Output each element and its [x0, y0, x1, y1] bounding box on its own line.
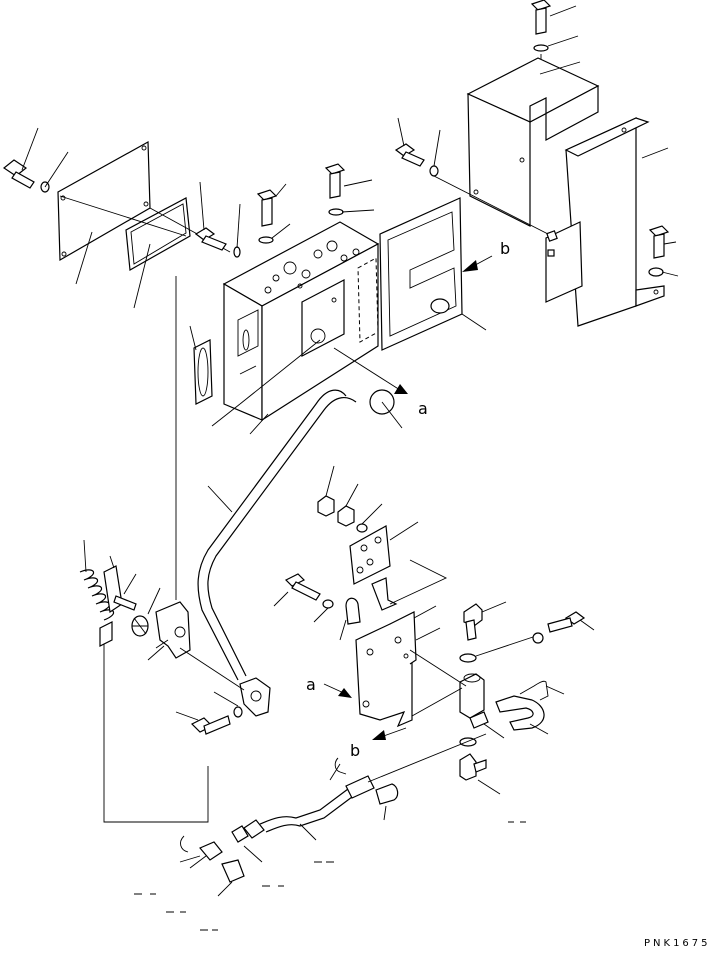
- pipe-assembly: a: [197, 347, 428, 681]
- solenoid-valve: [409, 601, 537, 795]
- nuts-washer: [317, 465, 383, 533]
- valve-block: [189, 197, 487, 435]
- block-bolts: [194, 163, 375, 258]
- ref-a-bottom-label: a: [306, 675, 316, 694]
- ref-a-bottom: a: [306, 675, 352, 698]
- ref-b-bottom-label: b: [350, 741, 360, 760]
- lever-linkage: [79, 539, 271, 735]
- control-rod: [179, 733, 487, 897]
- drawing-code: PNK1675: [644, 938, 711, 949]
- elbow-fitting: [495, 680, 565, 735]
- upper-mount-plate: [349, 521, 448, 611]
- gasket: [125, 197, 191, 271]
- side-bolt: [532, 611, 595, 644]
- bolt-3: [324, 163, 375, 216]
- ref-b-bottom: b: [350, 727, 407, 760]
- bracket-assembly: [394, 0, 679, 327]
- ref-b-label: b: [500, 239, 510, 258]
- spring: [79, 539, 115, 621]
- assembly-line-lower: [103, 640, 209, 823]
- cover-plate-assembly: [2, 127, 231, 309]
- dash-marks: [134, 821, 526, 931]
- bolt-1: [194, 181, 241, 258]
- clip-and-bolt: [273, 573, 361, 641]
- ref-a-label: a: [418, 399, 428, 418]
- bolt-2: [256, 183, 291, 244]
- main-valve-bracket: [355, 605, 441, 728]
- ref-b-top: b: [462, 239, 510, 272]
- bolt-top-left: [2, 159, 35, 189]
